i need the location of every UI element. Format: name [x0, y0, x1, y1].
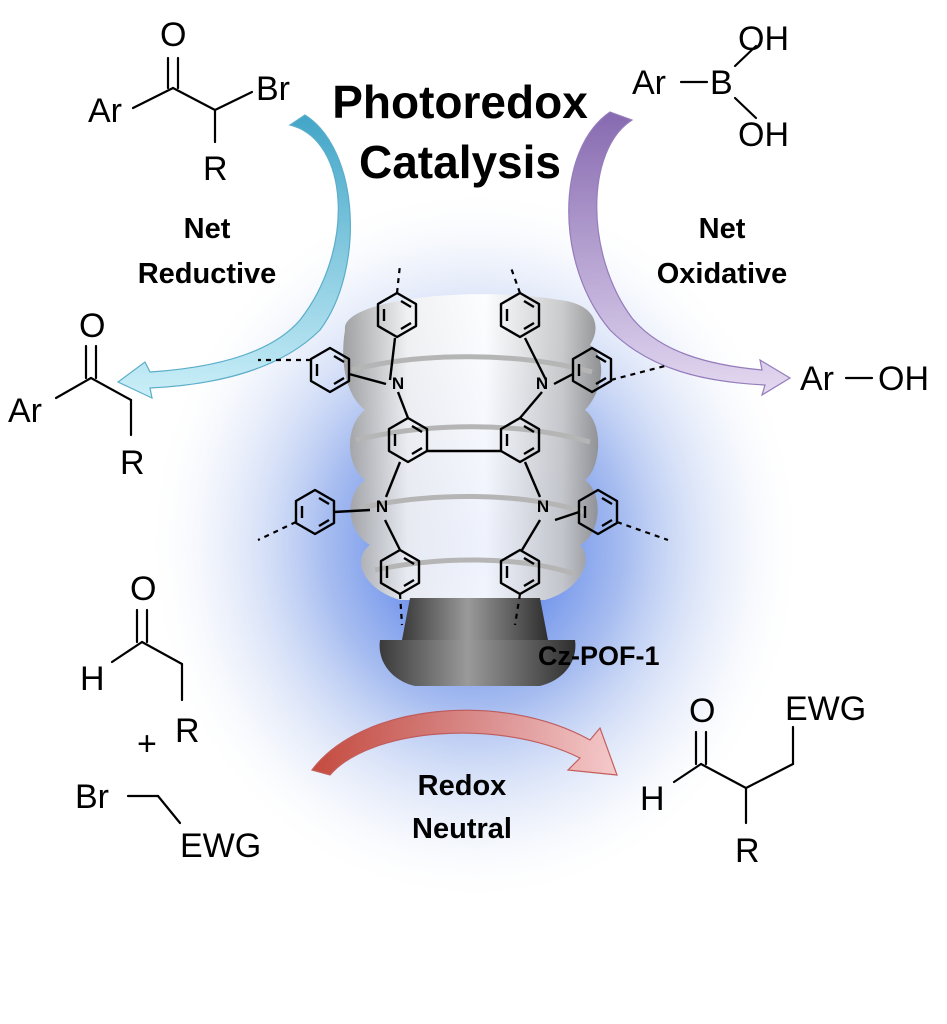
aldehyde-hydrogen: H — [80, 660, 105, 698]
ketone-aryl: Ar — [8, 392, 42, 430]
nitrogen-label: N — [392, 374, 404, 393]
plus-sign: + — [137, 725, 157, 763]
reductive-label-line1: Net — [184, 213, 231, 245]
phenol-hydroxyl: OH — [878, 360, 929, 398]
oxidative-arrow — [568, 111, 792, 397]
bromoketone-aryl: Ar — [88, 92, 122, 130]
bromoketone-r-group: R — [203, 150, 228, 188]
cz-pof-structure: N N N N — [257, 264, 669, 626]
page-title-line1: Photoredox — [332, 76, 588, 128]
nitrogen-label: N — [537, 497, 549, 516]
neutral-label-line1: Redox — [418, 770, 507, 802]
bromoketone-bromine: Br — [256, 70, 290, 108]
boronic-acid-aryl: Ar — [632, 64, 666, 102]
bromoketone-oxygen: O — [160, 16, 186, 54]
product-r-group: R — [735, 832, 760, 870]
oxidative-label-line2: Oxidative — [657, 258, 788, 290]
phenol-aryl: Ar — [800, 360, 834, 398]
product-structure — [672, 725, 795, 825]
alkyl-bromide-bromine: Br — [75, 778, 109, 816]
ketone-r-group: R — [120, 444, 145, 482]
nitrogen-label: N — [376, 497, 388, 516]
nitrogen-label: N — [536, 374, 548, 393]
boronic-acid-hydroxyl-top: OH — [738, 20, 789, 58]
neutral-arrow — [310, 709, 618, 776]
alkyl-bromide-structure — [126, 794, 182, 825]
page-title-line2: Catalysis — [359, 136, 561, 188]
product-ewg: EWG — [785, 690, 866, 728]
aldehyde-structure — [110, 608, 184, 702]
catalyst-label: Cz-POF-1 — [538, 641, 660, 671]
aldehyde-oxygen: O — [130, 570, 156, 608]
boronic-acid-hydroxyl-bottom: OH — [738, 116, 789, 154]
reductive-arrow — [116, 114, 351, 400]
boronic-acid-boron: B — [710, 64, 733, 102]
product-oxygen: O — [689, 692, 715, 730]
bromoketone-structure — [131, 56, 254, 144]
ketone-oxygen: O — [79, 307, 105, 345]
aldehyde-r-group: R — [175, 712, 200, 750]
boronic-acid-structure — [679, 44, 758, 120]
neutral-label-line2: Neutral — [412, 813, 512, 845]
reductive-label-line2: Reductive — [138, 258, 277, 290]
alkyl-bromide-ewg: EWG — [180, 827, 261, 865]
ketone-structure — [54, 344, 133, 437]
oxidative-label-line1: Net — [699, 213, 746, 245]
product-hydrogen: H — [640, 780, 665, 818]
